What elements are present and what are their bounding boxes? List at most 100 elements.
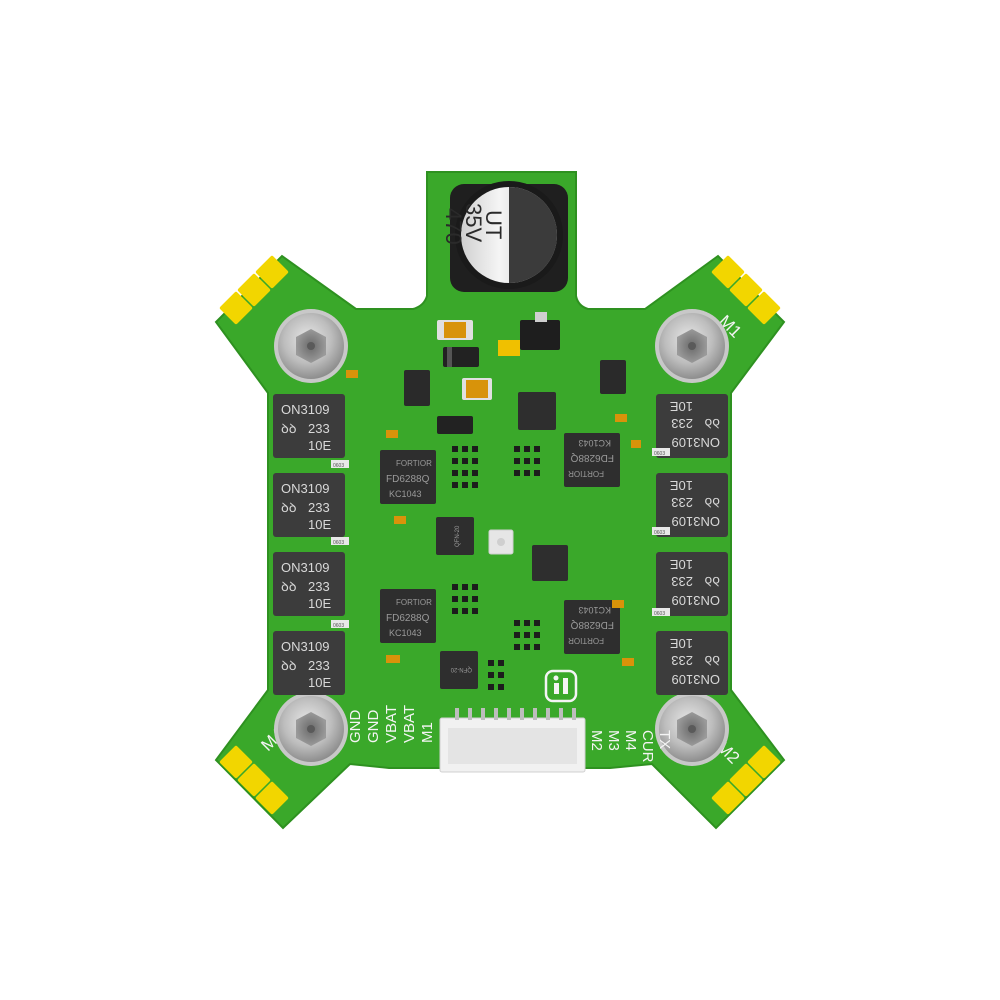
mosfet: ON3109 ꝺꝺ 233 10E [273, 473, 345, 537]
mosfet: ON3109 ꝺꝺ 233 10E [656, 394, 728, 458]
svg-text:233: 233 [308, 500, 330, 515]
svg-text:ꝺꝺ: ꝺꝺ [281, 658, 297, 673]
svg-text:0603: 0603 [333, 463, 344, 469]
driver-chip: FORTIOR FD6288Q KC1043 [380, 450, 436, 504]
svg-text:0603: 0603 [654, 451, 665, 457]
svg-text:10E: 10E [308, 517, 331, 532]
capacitor-value: 470 [441, 208, 466, 245]
connector [439, 708, 586, 773]
svg-text:ON3109: ON3109 [672, 514, 720, 529]
mosfet: ON3109 ꝺꝺ 233 10E [273, 394, 345, 458]
pad-group-m1 [711, 255, 781, 325]
mosfet: ON3109 ꝺꝺ 233 10E [273, 631, 345, 695]
svg-text:10E: 10E [308, 675, 331, 690]
capacitor: UT 35V 470 [441, 181, 568, 292]
svg-text:0603: 0603 [333, 623, 344, 629]
svg-text:ꝺꝺ: ꝺꝺ [281, 421, 297, 436]
svg-text:QFN-20: QFN-20 [450, 666, 472, 672]
pad-group-m2 [711, 745, 781, 815]
pin-label: VBAT [383, 705, 400, 743]
svg-text:233: 233 [308, 421, 330, 436]
svg-text:10E: 10E [670, 557, 693, 572]
mosfet: ON3109 ꝺꝺ 233 10E [656, 631, 728, 695]
capacitor-series: UT [481, 210, 506, 239]
svg-text:ON3109: ON3109 [281, 560, 329, 575]
svg-text:KC1043: KC1043 [578, 438, 611, 448]
pin-label: GND [365, 710, 382, 744]
screw-bottom-right [655, 692, 729, 766]
svg-text:ꝺꝺ: ꝺꝺ [704, 653, 720, 668]
svg-text:10E: 10E [670, 636, 693, 651]
svg-text:ꝺꝺ: ꝺꝺ [704, 574, 720, 589]
pin-label: GND [347, 710, 364, 744]
mcu-chip-small [518, 392, 556, 430]
capacitor-voltage: 35V [461, 203, 486, 242]
mosfet: ON3109 ꝺꝺ 233 10E [656, 473, 728, 537]
pin-label: VBAT [401, 705, 418, 743]
brand-logo [544, 669, 578, 703]
svg-text:10E: 10E [670, 478, 693, 493]
svg-text:FD6288Q: FD6288Q [570, 619, 614, 630]
svg-text:QFN-20: QFN-20 [455, 525, 461, 547]
mcu-chip: QFN-20 [440, 651, 478, 689]
driver-chip: FORTIOR FD6288Q KC1043 [380, 589, 436, 643]
svg-text:ON3109: ON3109 [281, 402, 329, 417]
svg-text:ON3109: ON3109 [672, 435, 720, 450]
mcu-chip-small [532, 545, 568, 581]
resistor-arrays [452, 446, 540, 690]
mosfets-right: ON3109 ꝺꝺ 233 10E ON3109 ꝺꝺ 233 10E ON31… [656, 394, 728, 695]
svg-text:KC1043: KC1043 [389, 489, 422, 499]
svg-text:233: 233 [671, 416, 693, 431]
screw-top-left [274, 309, 348, 383]
mosfet: ON3109 ꝺꝺ 233 10E [273, 552, 345, 616]
svg-text:0603: 0603 [333, 540, 344, 546]
pad-group-m4 [219, 745, 289, 815]
mosfet: ON3109 ꝺꝺ 233 10E [656, 552, 728, 616]
svg-text:ꝺꝺ: ꝺꝺ [281, 500, 297, 515]
svg-text:ꝺꝺ: ꝺꝺ [704, 495, 720, 510]
svg-text:FD6288Q: FD6288Q [386, 474, 430, 485]
pcb [214, 171, 786, 830]
svg-text:ꝺꝺ: ꝺꝺ [281, 579, 297, 594]
svg-text:233: 233 [671, 653, 693, 668]
driver-chip: FORTIOR FD6288Q KC1043 [564, 600, 620, 654]
pin-label: M1 [419, 722, 436, 743]
svg-text:FD6288Q: FD6288Q [570, 452, 614, 463]
svg-text:10E: 10E [308, 438, 331, 453]
svg-text:233: 233 [671, 495, 693, 510]
pin-label: TX [656, 730, 673, 749]
svg-text:233: 233 [308, 579, 330, 594]
svg-text:ON3109: ON3109 [281, 639, 329, 654]
pin-label: M3 [605, 730, 622, 751]
svg-text:FD6288Q: FD6288Q [386, 613, 430, 624]
svg-text:FORTIOR: FORTIOR [396, 598, 432, 607]
connector-labels-left: GND GND VBAT VBAT M1 [347, 705, 436, 743]
svg-text:ON3109: ON3109 [281, 481, 329, 496]
svg-text:KC1043: KC1043 [389, 628, 422, 638]
motor-pads [219, 255, 781, 815]
pin-label: M2 [588, 730, 605, 751]
svg-text:FORTIOR: FORTIOR [568, 469, 604, 478]
connector-labels-right: M2 M3 M4 CUR TX [588, 730, 673, 763]
mosfets-left: ON3109 ꝺꝺ 233 10E ON3109 ꝺꝺ 233 10E ON31… [273, 394, 345, 695]
pin-label: M4 [622, 730, 639, 751]
svg-text:0603: 0603 [654, 530, 665, 536]
driver-chip: FORTIOR FD6288Q KC1043 [564, 433, 620, 487]
svg-text:FORTIOR: FORTIOR [396, 459, 432, 468]
svg-text:233: 233 [671, 574, 693, 589]
passives: 0603 0603 0603 0603 0603 0603 [331, 312, 670, 666]
svg-text:0603: 0603 [654, 611, 665, 617]
pin-label: CUR [639, 730, 656, 763]
component-code-markers: 0603 0603 0603 0603 0603 0603 [331, 448, 670, 629]
svg-text:ON3109: ON3109 [672, 672, 720, 687]
mcu-chip: QFN-20 [436, 517, 474, 555]
svg-text:ꝺꝺ: ꝺꝺ [704, 416, 720, 431]
svg-text:233: 233 [308, 658, 330, 673]
svg-text:10E: 10E [670, 399, 693, 414]
pcb-outline [214, 171, 786, 830]
svg-text:FORTIOR: FORTIOR [568, 636, 604, 645]
screw-bottom-left [274, 692, 348, 766]
pad-group-m3 [219, 255, 289, 325]
svg-text:10E: 10E [308, 596, 331, 611]
